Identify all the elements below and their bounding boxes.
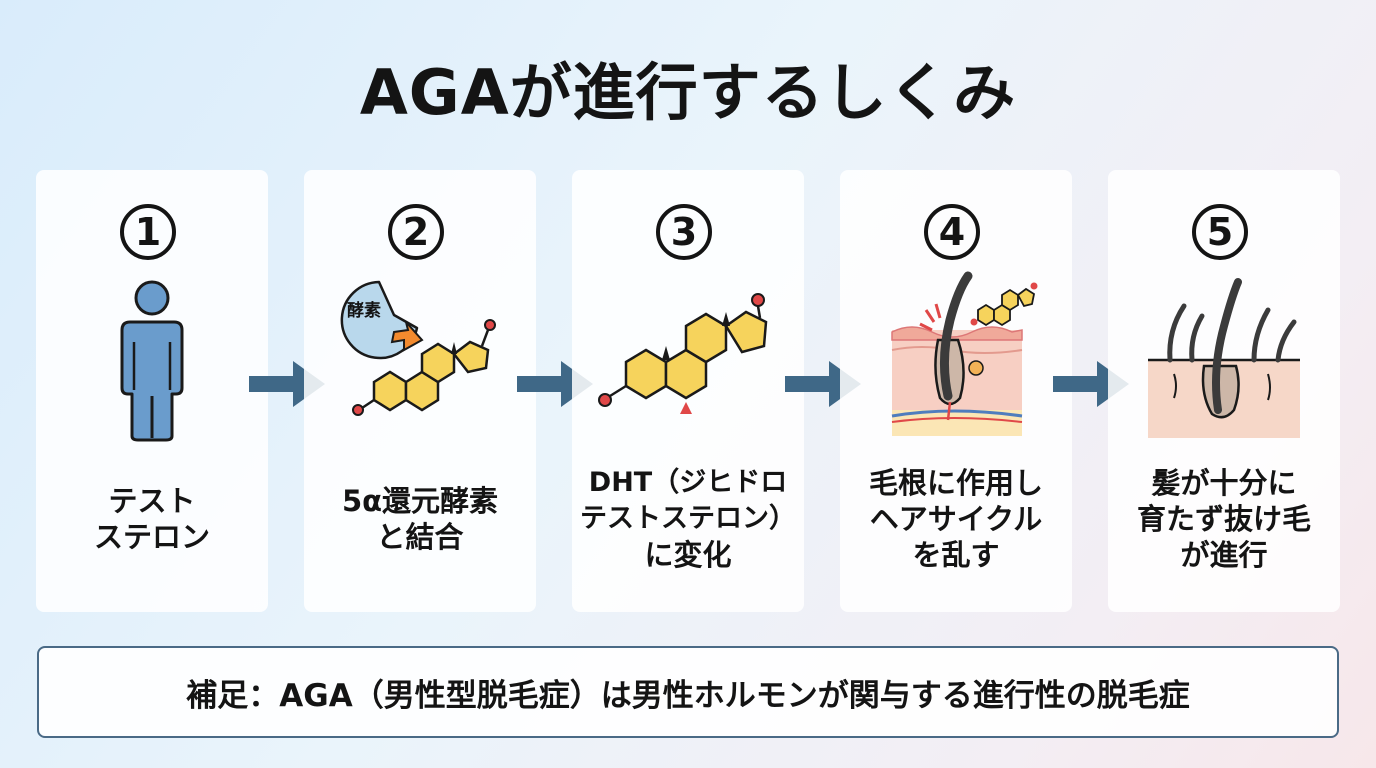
note-box: 補足：AGA（男性型脱毛症）は男性ホルモンが関与する進行性の脱毛症 [37, 646, 1339, 738]
page-title: AGAが進行するしくみ [359, 56, 1017, 129]
enzyme-binding-icon [340, 280, 496, 416]
step-label-5: 髪が十分に 育たず抜け毛 が進行 [1136, 466, 1311, 572]
step-label-3: DHT（ジヒドロ テストステロン） に変化 [580, 467, 796, 572]
step-label-1: テスト ステロン [93, 484, 210, 554]
step-card-3: 3 DHT（ジヒドロ テストステロン） に変化 [572, 170, 804, 612]
step-label-4: 毛根に作用し ヘアサイクル を乱す [868, 466, 1043, 572]
step-number-3: 3 [656, 204, 712, 260]
step-card-4: 4 毛根に作用し ヘアサイクル を乱す [840, 170, 1072, 612]
step-card-5: 5 髪が十分に 育たず抜け毛 が進行 [1108, 170, 1340, 612]
step-number-2: 2 [388, 204, 444, 260]
person-icon [120, 280, 184, 442]
dht-molecule-icon [598, 293, 768, 414]
step-card-1: 1 テスト ステロン [36, 170, 268, 612]
enzyme-badge: 酵素 [347, 301, 381, 321]
hair-root-icon [891, 271, 1038, 436]
step-number-5: 5 [1192, 204, 1248, 260]
thinning-hair-icon [1148, 278, 1300, 438]
step-label-2: 5α還元酵素 と結合 [341, 484, 499, 554]
step-number-4: 4 [924, 204, 980, 260]
step-number-1: 1 [120, 204, 176, 260]
step-card-2: 2 酵素 5α還元酵素 と結合 [304, 170, 536, 612]
